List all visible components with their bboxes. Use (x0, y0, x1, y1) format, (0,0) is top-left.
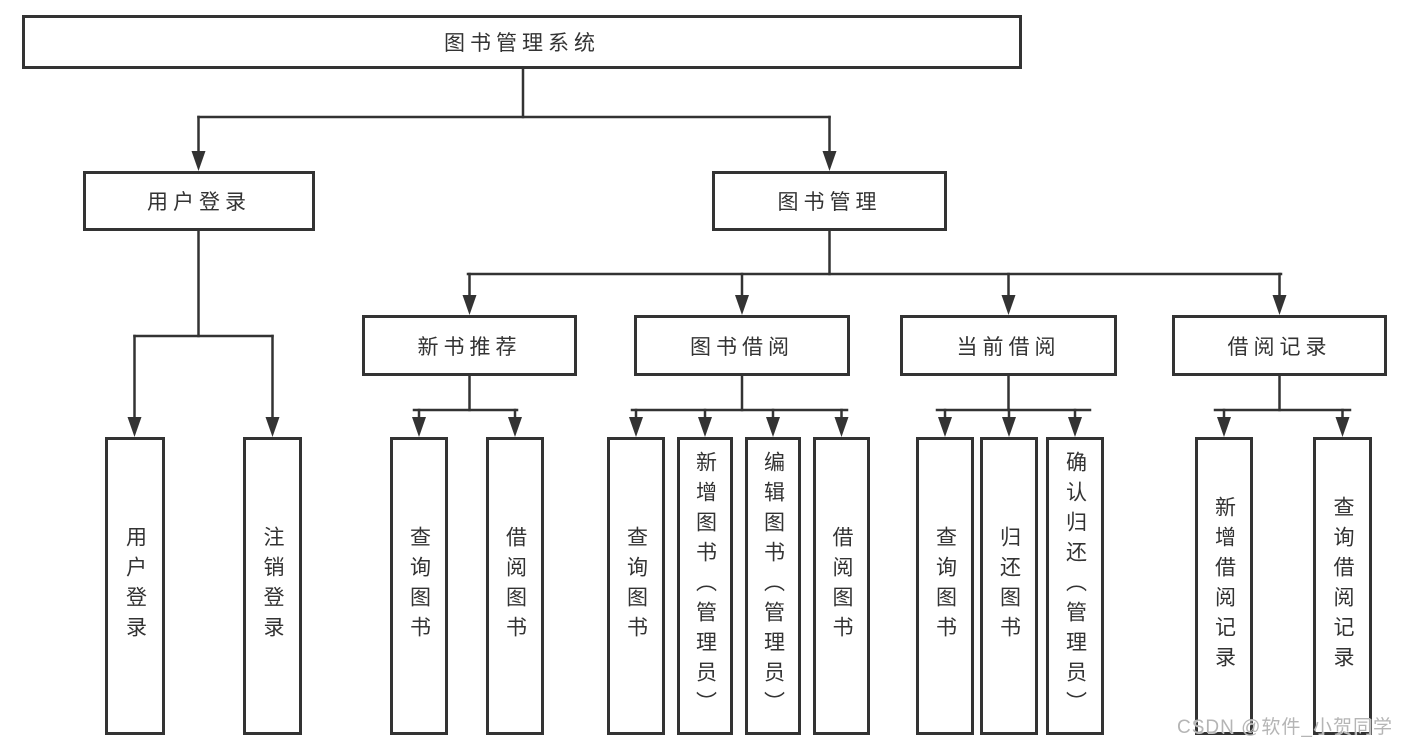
node-label: 新增图书（管理员） (693, 451, 717, 721)
node-label: 归还图书 (997, 526, 1021, 646)
leaf-bb-add-books-admin: 新增图书（管理员） (677, 437, 733, 735)
csdn-watermark: CSDN @软件_小贺同学 (1177, 717, 1393, 738)
node-label: 新书推荐 (417, 335, 522, 359)
leaf-cb-query-books: 查询图书 (916, 437, 974, 735)
leaf-nbr-query-books: 查询图书 (390, 437, 448, 735)
node-label: 图书管理系统 (444, 32, 600, 55)
node-label: 查询图书 (624, 526, 648, 646)
node-label: 新增借阅记录 (1212, 496, 1236, 676)
node-label: 查询图书 (933, 526, 957, 646)
node-borrowing-records: 借阅记录 (1172, 315, 1387, 376)
node-label: 图书管理 (777, 191, 882, 214)
leaf-br-query-record: 查询借阅记录 (1313, 437, 1372, 735)
node-label: 用户登录 (147, 191, 251, 214)
leaf-bb-query-books: 查询图书 (607, 437, 665, 735)
node-label: 查询图书 (407, 526, 431, 646)
leaf-bb-edit-books-admin: 编辑图书（管理员） (745, 437, 801, 735)
node-book-borrowing: 图书借阅 (634, 315, 850, 376)
node-label: 用户登录 (123, 526, 147, 646)
leaf-bb-borrow-books: 借阅图书 (813, 437, 870, 735)
leaf-user-login: 用户登录 (105, 437, 165, 735)
node-label: 确认归还（管理员） (1063, 451, 1087, 721)
node-label: 图书借阅 (690, 335, 794, 359)
node-book-management: 图书管理 (712, 171, 947, 231)
node-label: 编辑图书（管理员） (761, 451, 785, 721)
leaf-logout: 注销登录 (243, 437, 302, 735)
leaf-br-add-record: 新增借阅记录 (1195, 437, 1253, 735)
node-library-management-system: 图书管理系统 (22, 15, 1022, 69)
node-label: 借阅图书 (830, 526, 853, 646)
node-label: 查询借阅记录 (1331, 496, 1354, 676)
node-new-book-recommend: 新书推荐 (362, 315, 577, 376)
node-label: 借阅记录 (1227, 335, 1332, 359)
node-user-login: 用户登录 (83, 171, 315, 231)
node-label: 注销登录 (261, 526, 284, 646)
leaf-nbr-borrow-books: 借阅图书 (486, 437, 544, 735)
leaf-cb-confirm-return-admin: 确认归还（管理员） (1046, 437, 1104, 735)
node-current-borrowing: 当前借阅 (900, 315, 1117, 376)
leaf-cb-return-books: 归还图书 (980, 437, 1038, 735)
node-label: 当前借阅 (956, 335, 1061, 359)
node-label: 借阅图书 (503, 526, 527, 646)
